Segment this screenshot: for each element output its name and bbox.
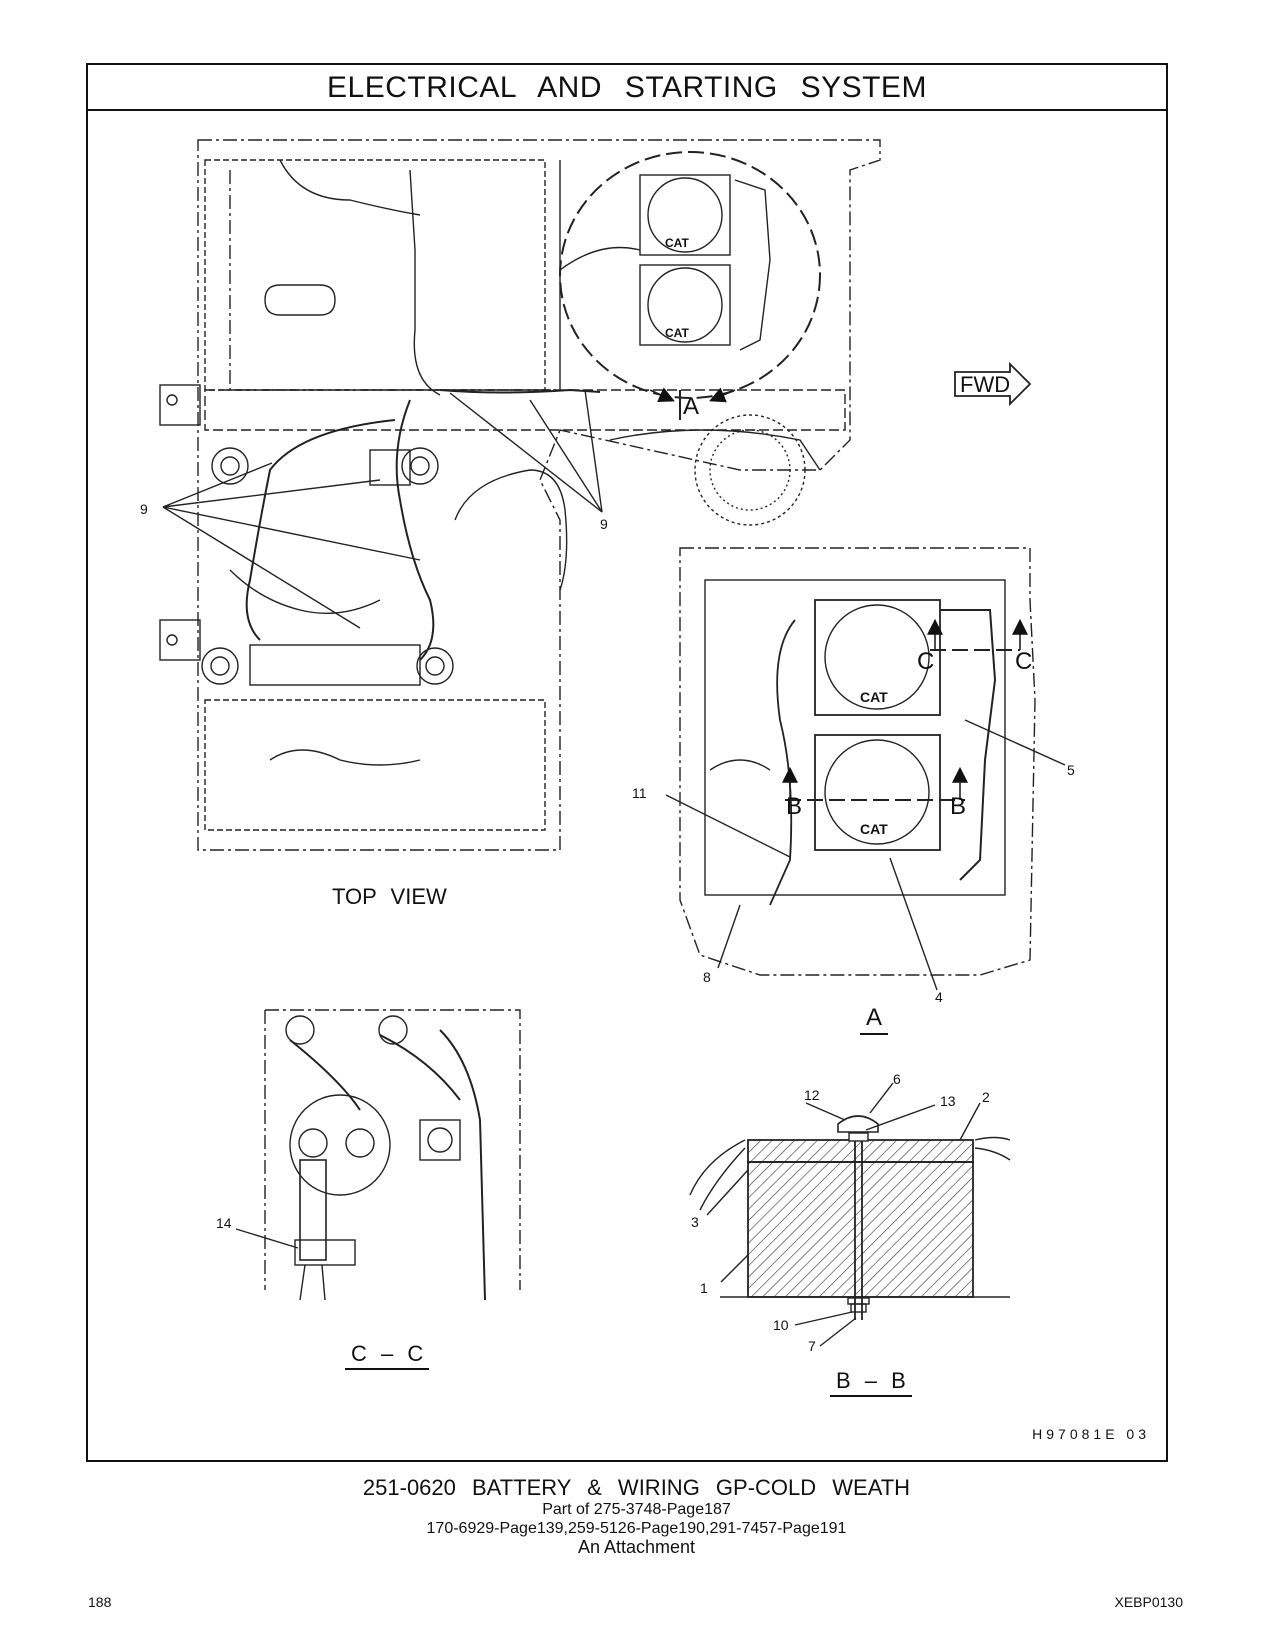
view-a-label: A	[860, 1006, 889, 1035]
drawing-number: H97081E 03	[1032, 1426, 1150, 1442]
view-a-drawing	[665, 547, 1066, 991]
callout-1: 1	[700, 1280, 708, 1296]
callout-9-right: 9	[600, 516, 608, 532]
page-number: 188	[88, 1594, 112, 1610]
callout-14: 14	[216, 1215, 232, 1231]
top-view-label: TOP VIEW	[332, 884, 447, 909]
battery-logo-2: CAT	[665, 326, 689, 340]
drawing-frame: ELECTRICAL AND STARTING SYSTEM H97081E 0…	[86, 63, 1168, 1462]
callout-8: 8	[703, 969, 711, 985]
callout-6: 6	[893, 1071, 901, 1087]
caption-part-of: Part of 275-3748-Page187	[542, 1501, 731, 1518]
view-bb-drawing	[689, 1082, 1011, 1347]
page-title: ELECTRICAL AND STARTING SYSTEM	[88, 65, 1166, 111]
document-id: XEBP0130	[1114, 1594, 1184, 1610]
caption-attachment: An Attachment	[577, 1537, 696, 1557]
view-cc-drawing	[235, 1009, 521, 1301]
caption-part-title: 251-0620 BATTERY & WIRING GP-COLD WEATH	[362, 1475, 911, 1500]
callout-3: 3	[691, 1214, 699, 1230]
callout-10: 10	[773, 1317, 789, 1333]
section-b-left-marker: B	[786, 793, 803, 820]
caption-references: 170-6929-Page139,259-5126-Page190,291-74…	[426, 1520, 847, 1537]
section-c-right-marker: C	[1015, 648, 1033, 675]
section-c-left-marker: C	[917, 648, 935, 675]
top-view-drawing	[159, 139, 1032, 851]
battery-logo-3: CAT	[860, 689, 888, 705]
callout-5: 5	[1067, 762, 1075, 778]
callout-4: 4	[935, 989, 943, 1005]
callout-7: 7	[808, 1338, 816, 1354]
fwd-label: FWD	[960, 372, 1011, 397]
view-bb-label: B – B	[830, 1370, 912, 1397]
battery-logo-4: CAT	[860, 821, 888, 837]
callout-11: 11	[632, 785, 647, 801]
callout-2: 2	[982, 1089, 990, 1105]
battery-logo-1: CAT	[665, 236, 689, 250]
callout-13: 13	[940, 1093, 956, 1109]
view-cc-label: C – C	[345, 1343, 430, 1370]
section-b-right-marker: B	[950, 793, 967, 820]
callout-9-left: 9	[140, 501, 148, 517]
callout-12: 12	[804, 1087, 820, 1103]
section-a-marker: A	[683, 393, 700, 420]
